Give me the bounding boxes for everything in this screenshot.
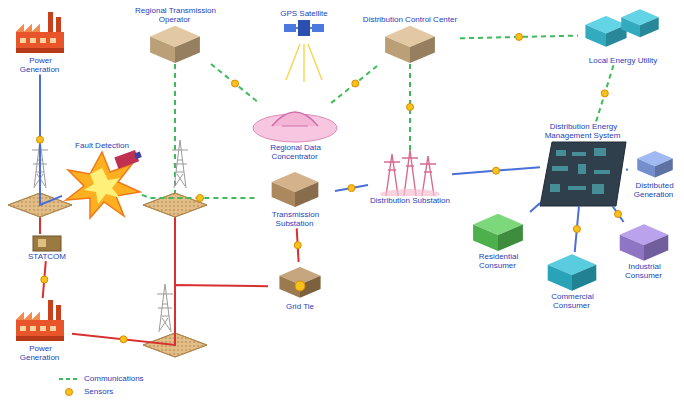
label-text: Distributed Generation [634, 181, 675, 199]
connector-line [72, 285, 268, 345]
legend-sample [58, 374, 80, 384]
node-label: Distributed Generation [628, 181, 680, 199]
sensor-dot [615, 211, 622, 218]
power-line [452, 167, 540, 174]
node-label: Regional Data Concentrator [250, 143, 340, 161]
component-node: Commercial Consumer [538, 252, 606, 310]
connector-line [596, 65, 613, 121]
node-label: Industrial Consumer [608, 262, 680, 280]
connector-line [211, 64, 259, 103]
label-text: STATCOM [27, 252, 67, 261]
component-node: Industrial Consumer [608, 222, 680, 280]
component-node: Fault Detection [62, 141, 142, 218]
node-label: STATCOM [20, 252, 74, 261]
power-line [335, 185, 368, 192]
component-node: STATCOM [20, 234, 74, 261]
node-label: Distribution Control Center [360, 15, 460, 24]
sensor-dot [232, 80, 239, 87]
component-node: Distribution Energy Management System [540, 122, 626, 206]
power-line [573, 206, 580, 252]
component-node: Transmission Substation [255, 168, 335, 228]
label-text: Commercial Consumer [550, 292, 594, 310]
label-text: Residential Consumer [478, 252, 519, 270]
legend-text: Sensors [84, 387, 113, 396]
label-text: Local Energy Utility [588, 56, 658, 65]
node-label: Grid Tie [268, 302, 332, 311]
power-line [72, 285, 268, 345]
sensor-dot [516, 33, 523, 40]
node-label: Distribution Substation [368, 196, 452, 205]
label-text: Power Generation [20, 344, 61, 362]
component-node: Distributed Generation [628, 147, 680, 199]
node-label: Distribution Energy Management System [540, 122, 626, 140]
label-text: Grid Tie [285, 302, 315, 311]
power-line [294, 228, 301, 262]
label-text: Power Generation [20, 56, 61, 74]
sensor-dot [601, 90, 608, 97]
legend-row: Communications [58, 372, 144, 385]
label-text: Regional Transmission Operator [134, 6, 216, 24]
sensor-dot [197, 195, 204, 202]
sensor-dot [352, 80, 359, 87]
node-label: Power Generation [8, 344, 72, 362]
component-node: Distribution Substation [368, 150, 452, 205]
node-label: Local Energy Utility [578, 56, 668, 65]
node-label: Regional Transmission Operator [125, 6, 225, 24]
component-node: Local Energy Utility [578, 4, 668, 65]
label-text: Fault Detection [74, 141, 130, 150]
component-node: Grid Tie [268, 262, 332, 311]
sensor-dot [37, 136, 44, 143]
sensor-dot [294, 242, 301, 249]
component-node: Distribution Control Center [360, 15, 460, 64]
node-label: Fault Detection [62, 141, 142, 150]
sensor-dot [348, 185, 355, 192]
label-text: Distribution Control Center [362, 15, 458, 24]
label-text: Regional Data Concentrator [269, 143, 321, 161]
label-text: Industrial Consumer [625, 262, 663, 280]
label-text: Distribution Energy Management System [545, 122, 622, 140]
connector-line [530, 203, 540, 212]
sensor-dot [493, 167, 500, 174]
component-node: Residential Consumer [462, 212, 534, 270]
component-node: GPS Satellite [262, 9, 346, 40]
legend-row: Sensors [58, 385, 144, 398]
node-label: Residential Consumer [462, 252, 534, 270]
communication-link [331, 64, 379, 103]
communication-link [596, 65, 613, 121]
connector-line [331, 64, 379, 103]
legend-sample [58, 387, 80, 397]
power-line [41, 261, 48, 298]
sensor-dot [41, 276, 48, 283]
legend-text: Communications [84, 374, 144, 383]
communication-link [142, 195, 255, 202]
label-text: Distribution Substation [369, 196, 451, 205]
communication-link [407, 64, 414, 150]
communication-link [460, 33, 578, 40]
component-node: Power Generation [8, 10, 72, 74]
power-line [530, 203, 540, 212]
power-line [613, 206, 624, 222]
node-label: Power Generation [8, 56, 72, 74]
communication-link [211, 64, 259, 103]
component-node: Regional Data Concentrator [250, 103, 340, 161]
power-line [37, 74, 63, 205]
node-label: Transmission Substation [255, 210, 335, 228]
connector-line [452, 167, 540, 174]
sensor-dot [407, 104, 414, 111]
connector-line [626, 169, 628, 171]
power-line [626, 169, 628, 170]
label-text: Transmission Substation [271, 210, 319, 228]
connector-line [335, 185, 368, 191]
node-label: GPS Satellite [262, 9, 346, 18]
label-text: GPS Satellite [279, 9, 329, 18]
sensor-dot [573, 226, 580, 233]
component-node: Power Generation [8, 298, 72, 362]
component-node: Regional Transmission Operator [125, 6, 225, 64]
connector-line [613, 206, 624, 222]
sensor-dot [120, 336, 127, 343]
node-label: Commercial Consumer [538, 292, 606, 310]
legend: CommunicationsSensors [58, 372, 144, 398]
